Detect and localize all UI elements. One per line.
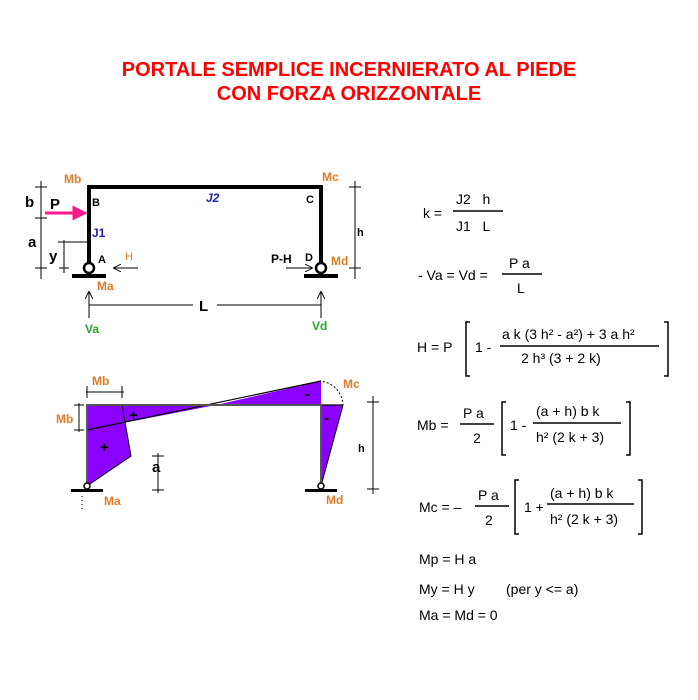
label-span-l: L xyxy=(199,298,208,315)
formula-mc-num2: (a + h) b k xyxy=(550,485,614,501)
formula-mc-den: 2 xyxy=(485,512,493,528)
portal-frame: Mb Mc b P B C J2 J1 a y A H P-H D Md h M… xyxy=(25,170,364,336)
label-a: a xyxy=(28,234,37,251)
support-a-ground xyxy=(72,274,106,278)
formula-mb-lhs: Mb = xyxy=(417,417,449,433)
formula-mc-one: 1 + xyxy=(524,499,544,515)
formula-mb-num2: (a + h) b k xyxy=(536,403,600,419)
label-p: P xyxy=(50,196,60,213)
formula-va-lhs: - Va = Vd = xyxy=(418,267,488,283)
formula-h: H = P 1 - a k (3 h² - a²) + 3 a h² 2 h³ … xyxy=(417,321,669,377)
formula-k-den: J1 L xyxy=(456,218,490,234)
title-line-2: CON FORZA ORIZZONTALE xyxy=(216,83,482,105)
label-node-c: C xyxy=(306,194,314,206)
formula-k-lhs: k = xyxy=(423,205,442,221)
formula-va-num: P a xyxy=(509,255,530,271)
formula-va: - Va = Vd = P a L xyxy=(418,255,542,296)
hinge-d2-icon xyxy=(317,482,325,490)
frame-members xyxy=(87,185,323,268)
moment-diagram: Mb Mb Mc h a Ma Md + + - - xyxy=(56,374,379,512)
formula-mb-den2: h² (2 k + 3) xyxy=(536,429,604,445)
formula-mb: Mb = P a 2 1 - (a + h) b k h² (2 k + 3) xyxy=(417,401,631,456)
formula-mc-den2: h² (2 k + 3) xyxy=(550,511,618,527)
formula-my: My = H y xyxy=(419,581,475,597)
label-vd: Vd xyxy=(312,319,327,333)
diagram-label-h: h xyxy=(358,443,365,455)
formula-ma-md: Ma = Md = 0 xyxy=(419,607,498,623)
label-h-reaction: H xyxy=(125,251,133,263)
formula-my-note: (per y <= a) xyxy=(506,581,578,597)
formula-mb-one: 1 - xyxy=(510,417,527,433)
formula-mc-num: P a xyxy=(478,487,499,503)
diagram-label-mb-top: Mb xyxy=(92,374,109,388)
formula-mb-den: 2 xyxy=(473,430,481,446)
diagram-label-a: a xyxy=(152,459,161,476)
diagram-label-md: Md xyxy=(326,493,343,507)
support-d-ground xyxy=(304,274,338,278)
formula-h-num: a k (3 h² - a²) + 3 a h² xyxy=(502,326,635,342)
label-y: y xyxy=(49,248,58,265)
diagram-label-mc: Mc xyxy=(343,377,360,391)
label-ma: Ma xyxy=(97,279,114,293)
hinge-a-icon xyxy=(82,261,96,275)
formula-mp: Mp = H a xyxy=(419,551,476,567)
label-mc: Mc xyxy=(322,170,339,184)
formula-va-den: L xyxy=(517,280,525,296)
hinge-a2-icon xyxy=(83,482,91,490)
corner-c-arc xyxy=(318,380,344,406)
sign-minus-column: - xyxy=(324,410,329,427)
formula-k-num: J2 h xyxy=(456,191,490,207)
label-md: Md xyxy=(331,254,348,268)
formula-k: k = J2 h J1 L xyxy=(423,191,503,234)
diagram-label-mb-left: Mb xyxy=(56,412,73,426)
label-node-d: D xyxy=(305,252,313,264)
sign-minus-beam: - xyxy=(305,386,310,403)
label-j1: J1 xyxy=(92,226,106,240)
formula-mc: Mc = – P a 2 1 + (a + h) b k h² (2 k + 3… xyxy=(419,479,643,535)
label-h-dim: h xyxy=(357,227,364,239)
sign-plus-column: + xyxy=(100,439,109,456)
label-j2: J2 xyxy=(206,191,220,205)
label-p-minus-h: P-H xyxy=(271,252,292,266)
hinge-d-icon xyxy=(314,261,328,275)
formulas: k = J2 h J1 L - Va = Vd = P a L H = P 1 … xyxy=(417,191,669,623)
formula-h-lhs: H = P xyxy=(417,339,452,355)
label-mb: Mb xyxy=(64,172,81,186)
diagram-label-ma: Ma xyxy=(104,494,121,508)
label-va: Va xyxy=(85,322,99,336)
formula-mb-num: P a xyxy=(463,405,484,421)
sign-plus-beam: + xyxy=(129,407,138,424)
formula-h-den: 2 h³ (3 + 2 k) xyxy=(521,350,601,366)
left-column-moment xyxy=(87,405,131,486)
formula-h-one: 1 - xyxy=(475,339,492,355)
label-b: b xyxy=(25,194,34,211)
label-node-a: A xyxy=(98,254,106,266)
title-line-1: PORTALE SEMPLICE INCERNIERATO AL PIEDE xyxy=(121,59,577,81)
formula-mc-lhs: Mc = – xyxy=(419,499,462,515)
label-node-b: B xyxy=(92,197,100,209)
